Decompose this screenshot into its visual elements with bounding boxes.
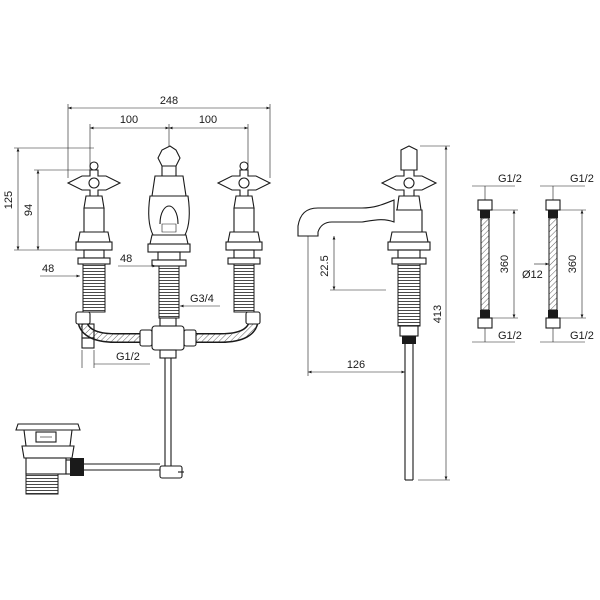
side-handle — [380, 145, 438, 481]
dim-spout-projection-height: 22.5 — [319, 255, 331, 276]
side-view: 22.5 126 413 — [297, 145, 450, 481]
hose2-diameter: Ø12 — [522, 269, 543, 281]
center-spout — [147, 145, 191, 319]
hose-1 — [472, 185, 518, 343]
front-dimensions — [14, 104, 271, 368]
dim-overall-height: 413 — [432, 305, 444, 323]
dim-spout-reach: 126 — [347, 359, 365, 371]
dim-spacing-left: 100 — [120, 114, 138, 126]
hose1-bottom-thread: G1/2 — [498, 330, 522, 342]
right-valve — [216, 161, 272, 313]
dim-inlet-thread: G3/4 — [190, 293, 214, 305]
hose1-top-thread: G1/2 — [498, 173, 522, 185]
hose2-length: 360 — [567, 255, 579, 273]
dim-spacing-right: 100 — [199, 114, 217, 126]
hose1-length: 360 — [499, 255, 511, 273]
popup-waste — [15, 423, 160, 495]
left-valve — [66, 161, 122, 313]
dim-height-total: 125 — [3, 191, 15, 209]
hose2-bottom-thread: G1/2 — [570, 330, 594, 342]
dim-tail-center: 48 — [120, 253, 132, 265]
dim-height-spout: 94 — [23, 204, 35, 216]
side-dimensions — [307, 145, 450, 481]
hose-2 — [534, 185, 586, 343]
dim-outlet-thread: G1/2 — [116, 351, 140, 363]
connection-hoses — [75, 311, 261, 359]
dim-tail-left: 48 — [42, 263, 54, 275]
front-view: 248 100 100 125 94 48 48 G3/4 G1/2 — [3, 95, 272, 495]
hose2-top-thread: G1/2 — [570, 173, 594, 185]
dim-overall-width: 248 — [160, 95, 178, 107]
popup-rod — [159, 358, 184, 479]
